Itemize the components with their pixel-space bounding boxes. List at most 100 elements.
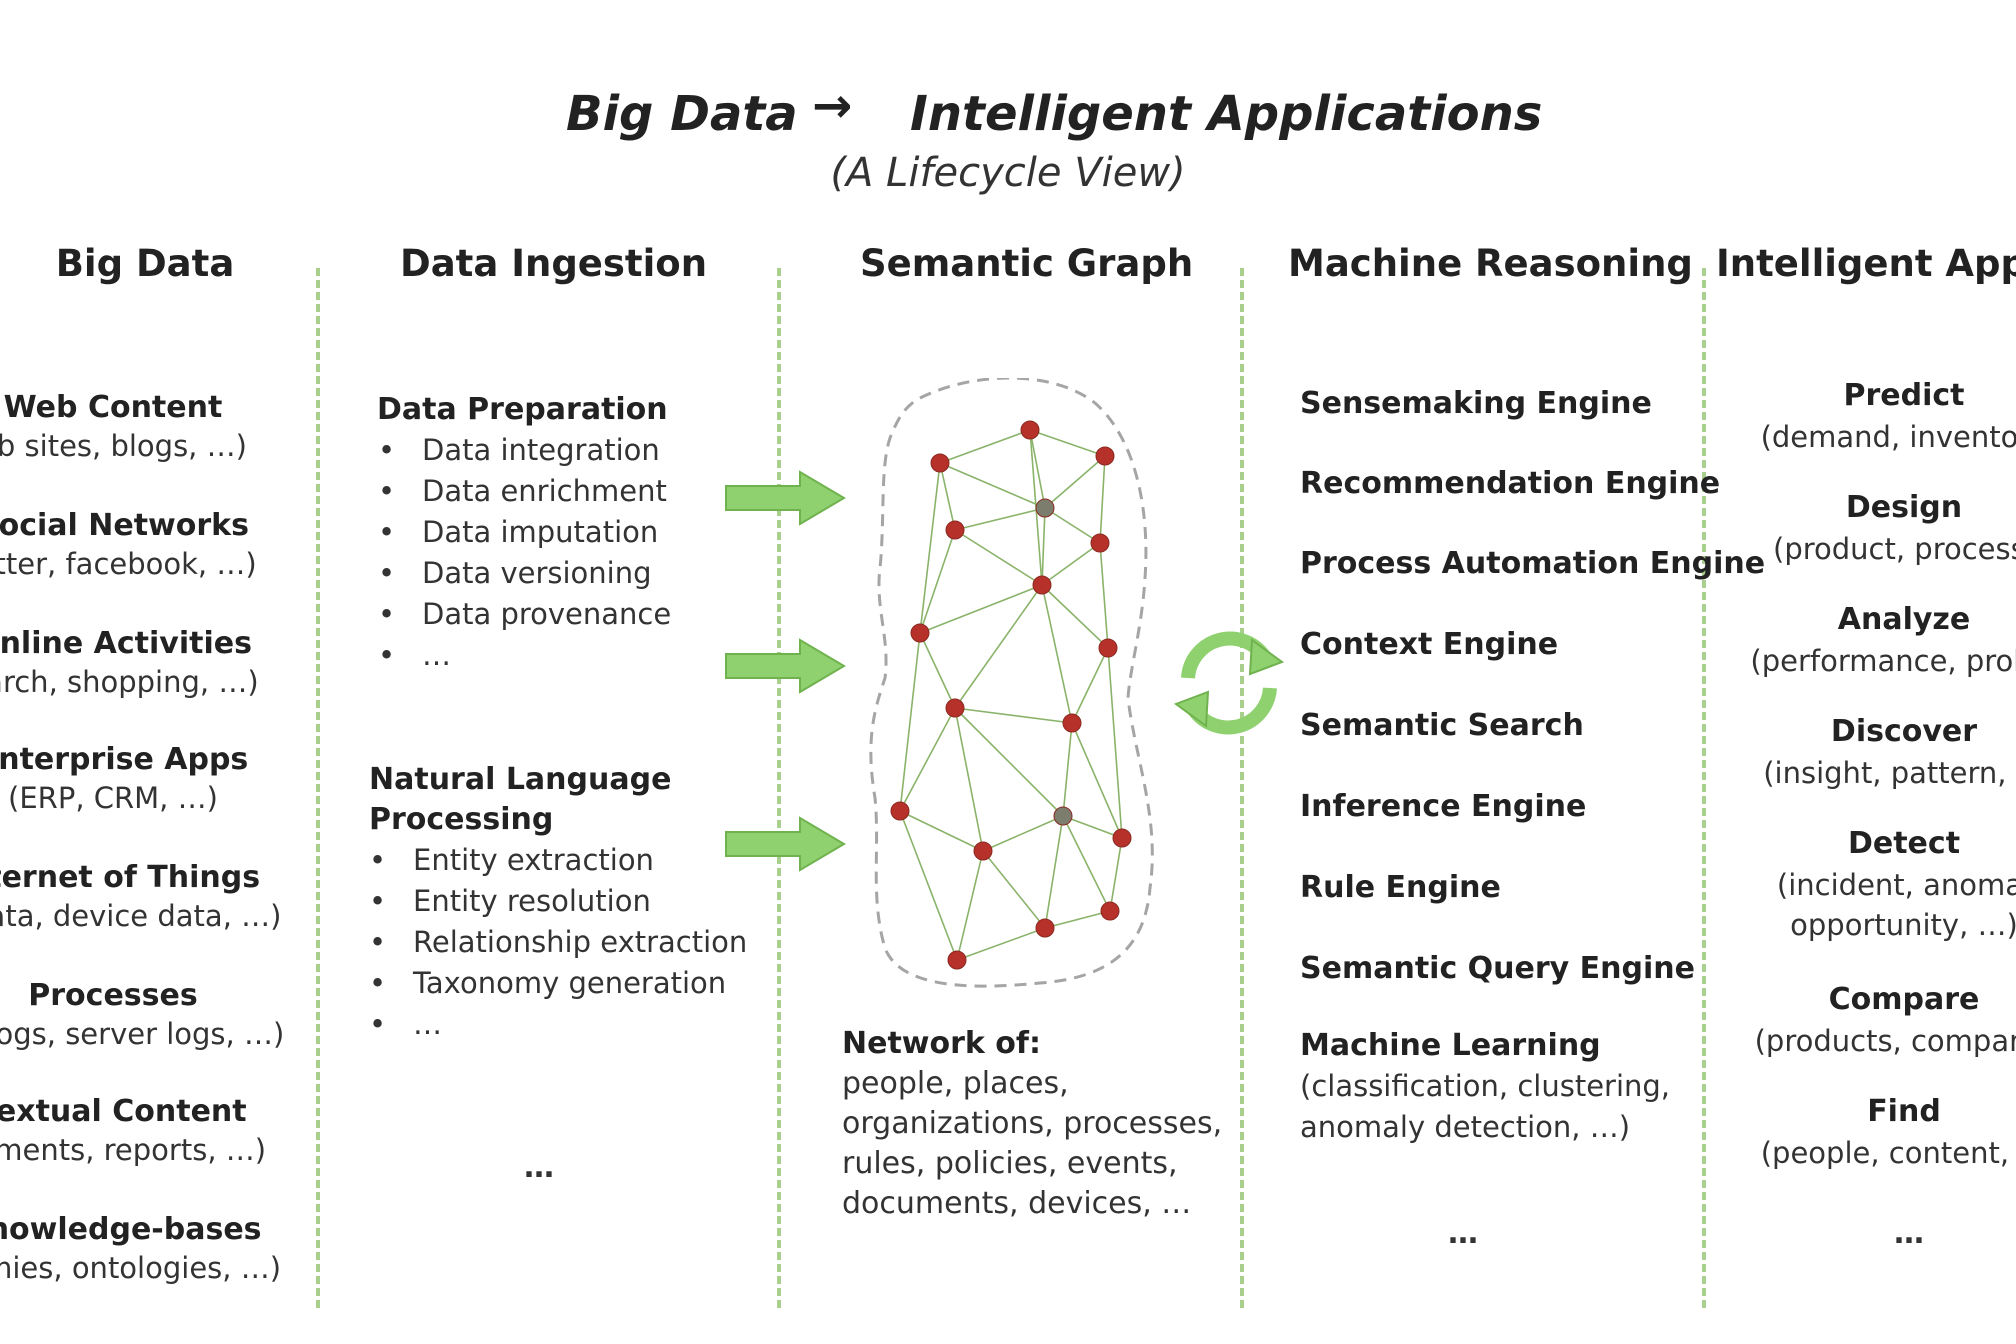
diagram-title: Big Data → Intelligent Applications: [0, 78, 2016, 156]
ingestion-more: …: [524, 1150, 554, 1185]
graph-edge: [1029, 429, 1106, 457]
graph-edge: [1029, 429, 1046, 509]
big-data-item-textual-content: Textual Content cuments, reports, …): [0, 1094, 278, 1167]
graph-edge: [982, 850, 1046, 929]
machine-reasoning-item: Machine Learning: [1300, 1028, 1601, 1063]
item-name: nternet of Things: [0, 860, 261, 895]
right-arrow-icon: [725, 816, 846, 872]
graph-edge: [1044, 815, 1064, 929]
graph-node: [930, 453, 950, 473]
item-desc: (demand, inventory: [1760, 420, 2016, 454]
intelligent-app-more: …: [1894, 1216, 1924, 1251]
column-divider: [1702, 268, 1706, 1308]
machine-learning-desc: (classification, clustering, anomaly det…: [1300, 1066, 1670, 1148]
graph-node: [947, 950, 967, 970]
item-name: Predict: [1843, 378, 1965, 413]
machine-reasoning-item: Process Automation Engine: [1300, 546, 1766, 581]
intelligent-app-item: Design (product, process,: [1724, 490, 2016, 569]
graph-edge: [899, 632, 921, 812]
diagram-subtitle: (A Lifecycle View): [830, 150, 1186, 196]
item-name: Online Activities: [0, 626, 252, 661]
graph-edge: [954, 707, 984, 852]
network-graph: [869, 378, 1154, 988]
item-desc: opportunity, …): [1790, 908, 2016, 942]
graph-edge: [1109, 837, 1123, 912]
big-data-item-processes: Processes ss logs, server logs, …): [0, 978, 285, 1051]
network-caption-line: rules, policies, events,: [842, 1146, 1178, 1181]
graph-edge: [1062, 815, 1111, 912]
graph-edge: [1071, 722, 1123, 839]
graph-node: [910, 623, 930, 643]
item-desc: (people, content, …: [1760, 1136, 2016, 1170]
item-name: Find: [1867, 1094, 1941, 1129]
graph-edge: [1041, 507, 1046, 586]
graph-edge: [1062, 815, 1123, 839]
machine-reasoning-more: …: [1448, 1216, 1478, 1251]
network-caption-line: people, places,: [842, 1066, 1069, 1101]
data-preparation-title: Data Preparation: [377, 392, 668, 427]
graph-node: [1035, 498, 1055, 518]
data-preparation-list: Data integration Data enrichment Data im…: [378, 430, 671, 676]
intelligent-app-item: Find (people, content, …: [1724, 1094, 2016, 1173]
graph-node: [945, 520, 965, 540]
list-item: Taxonomy generation: [369, 963, 747, 1004]
item-name: Detect: [1847, 826, 1961, 861]
network-caption-line: organizations, processes,: [842, 1106, 1223, 1141]
big-data-item-enterprise-apps: Enterprise Apps (ERP, CRM, …): [0, 742, 278, 815]
column-divider: [1240, 268, 1244, 1308]
graph-edge: [954, 529, 1043, 586]
list-item: Relationship extraction: [369, 922, 747, 963]
nlp-title: Natural Language Processing: [369, 760, 671, 840]
graph-edge: [899, 810, 958, 961]
item-desc: (incident, anomal: [1776, 868, 2016, 902]
item-desc: earch, shopping, …): [0, 665, 259, 699]
nlp-title-line: Natural Language: [369, 762, 672, 797]
list-item: …: [369, 1004, 747, 1045]
graph-node: [1062, 713, 1082, 733]
graph-node: [1098, 638, 1118, 658]
list-item: …: [378, 635, 671, 676]
machine-reasoning-item: Context Engine: [1300, 627, 1559, 662]
list-item: Data versioning: [378, 553, 671, 594]
item-name: Textual Content: [0, 1094, 247, 1129]
item-desc: vitter, facebook, …): [0, 547, 257, 581]
list-item: Data provenance: [378, 594, 671, 635]
machine-reasoning-item: Sensemaking Engine: [1300, 386, 1652, 421]
graph-node: [1032, 575, 1052, 595]
network-caption-line: documents, devices, …: [842, 1186, 1192, 1221]
graph-edge: [954, 707, 1064, 817]
item-name: Discover: [1830, 714, 1978, 749]
graph-edge: [919, 529, 956, 634]
column-heading-machine-reasoning: Machine Reasoning: [1288, 242, 1693, 285]
graph-edge: [939, 462, 956, 531]
graph-node: [1020, 420, 1040, 440]
graph-edge: [954, 507, 1046, 531]
item-desc: nomies, ontologies, …): [0, 1251, 282, 1285]
big-data-item-knowledge-bases: Knowledge-bases nomies, ontologies, …): [0, 1212, 282, 1285]
item-name: Enterprise Apps: [0, 742, 249, 777]
graph-edge: [1062, 722, 1073, 817]
graph-edge: [954, 584, 1043, 709]
graph-edge: [1041, 584, 1109, 649]
item-desc: ss logs, server logs, …): [0, 1017, 285, 1051]
column-heading-big-data: Big Data: [55, 242, 235, 285]
graph-edge: [939, 429, 1031, 464]
big-data-item-social-networks: Social Networks vitter, facebook, …): [0, 508, 278, 581]
item-desc: (ERP, CRM, …): [8, 781, 218, 815]
network-caption-title: Network of:: [842, 1026, 1041, 1061]
item-name: Processes: [28, 978, 198, 1013]
graph-edge: [1044, 910, 1111, 929]
graph-edge: [1044, 507, 1101, 544]
graph-edge: [1041, 542, 1101, 586]
list-item: Data enrichment: [378, 471, 671, 512]
title-left: Big Data: [566, 86, 798, 142]
graph-edge: [1099, 455, 1106, 544]
graph-edge: [1107, 647, 1123, 839]
column-heading-data-ingestion: Data Ingestion: [400, 242, 708, 285]
graph-edge: [956, 927, 1046, 961]
item-name: Social Networks: [0, 508, 249, 543]
intelligent-app-item: Compare (products, companie: [1724, 982, 2016, 1061]
column-divider: [777, 268, 781, 1308]
graph-edge: [954, 707, 1073, 724]
intelligent-app-item: Detect (incident, anomal opportunity, …): [1724, 826, 2016, 945]
